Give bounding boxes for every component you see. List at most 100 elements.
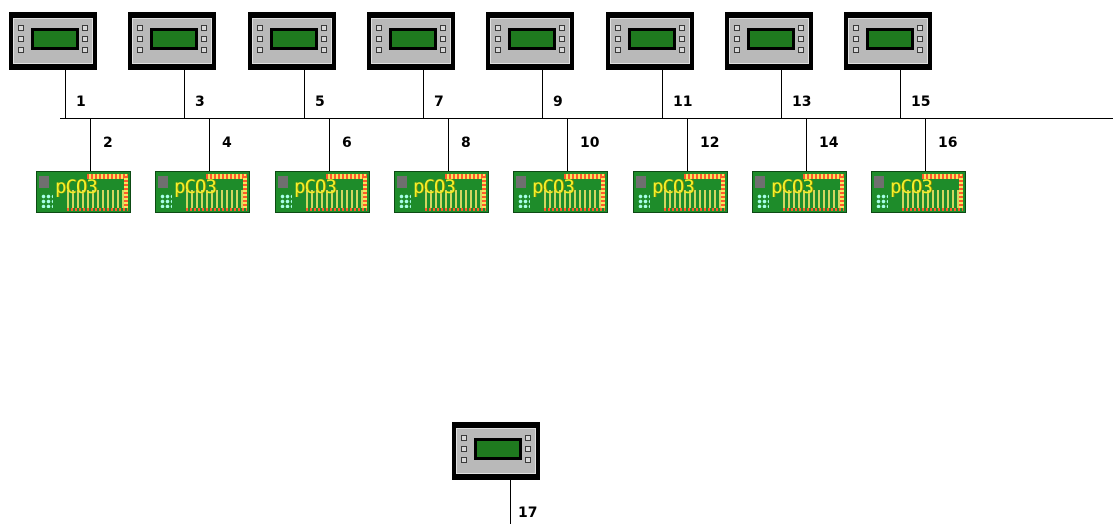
- key-icon: [201, 47, 207, 53]
- terminal-faceplate: [13, 18, 93, 64]
- terminal-faceplate: [371, 18, 451, 64]
- pco3-controller-board: pCO3: [513, 171, 608, 213]
- lcd-display-icon: [389, 28, 437, 50]
- key-icon: [679, 36, 685, 42]
- chip-icon: [278, 176, 288, 188]
- connector-strip-icon: [840, 176, 844, 208]
- key-icon: [559, 47, 565, 53]
- terminal-address-label: 13: [792, 94, 812, 110]
- connector-strip-icon: [87, 174, 128, 179]
- terminal-unit: [486, 12, 574, 70]
- controller-address-label: 14: [819, 135, 839, 151]
- key-icon: [461, 446, 467, 452]
- pin-header-icon: [783, 190, 843, 208]
- chip-icon: [397, 176, 407, 188]
- controller-address-label: 8: [461, 135, 471, 151]
- terminal-unit-standalone: [452, 422, 540, 480]
- key-icon: [82, 25, 88, 31]
- key-icon: [559, 25, 565, 31]
- controller-address-label: 10: [580, 135, 600, 151]
- terminal-address-label: 3: [195, 94, 205, 110]
- connector-strip-icon: [902, 208, 963, 211]
- pin-header-icon: [544, 190, 604, 208]
- connector-strip-icon: [67, 208, 128, 211]
- terminal-address-label: 15: [911, 94, 931, 110]
- key-icon: [201, 36, 207, 42]
- standalone-terminal-address-label: 17: [518, 505, 538, 521]
- lcd-display-icon: [747, 28, 795, 50]
- key-icon: [257, 47, 263, 53]
- terminal-keys-right: [525, 435, 531, 463]
- lcd-display-icon: [474, 438, 522, 460]
- terminal-faceplate: [490, 18, 570, 64]
- terminal-keys-left: [734, 25, 740, 53]
- key-icon: [798, 47, 804, 53]
- key-icon: [798, 25, 804, 31]
- lcd-display-icon: [31, 28, 79, 50]
- terminal-address-label: 11: [673, 94, 693, 110]
- connector-strip-icon: [959, 176, 963, 208]
- key-icon: [321, 25, 327, 31]
- key-icon: [82, 36, 88, 42]
- key-icon: [321, 36, 327, 42]
- chip-icon: [39, 176, 49, 188]
- connector-strip-icon: [783, 208, 844, 211]
- connector-strip-icon: [243, 176, 247, 208]
- board-model-label: pCO3: [652, 176, 695, 198]
- connector-strip-icon: [721, 176, 725, 208]
- terminal-keys-right: [798, 25, 804, 53]
- terminal-keys-right: [559, 25, 565, 53]
- key-icon: [853, 25, 859, 31]
- lcd-display-icon: [508, 28, 556, 50]
- pco3-controller-board: pCO3: [633, 171, 728, 213]
- terminal-faceplate: [132, 18, 212, 64]
- pco3-controller-board: pCO3: [752, 171, 847, 213]
- board-model-label: pCO3: [413, 176, 456, 198]
- terminal-faceplate: [252, 18, 332, 64]
- board-model-label: pCO3: [174, 176, 217, 198]
- connector-strip-icon: [206, 174, 247, 179]
- chip-icon: [516, 176, 526, 188]
- connector-strip-icon: [684, 174, 725, 179]
- key-icon: [495, 36, 501, 42]
- terminal-keys-right: [917, 25, 923, 53]
- pco3-controller-board: pCO3: [36, 171, 131, 213]
- key-icon: [257, 36, 263, 42]
- key-icon: [917, 25, 923, 31]
- connector-strip-icon: [186, 208, 247, 211]
- board-model-label: pCO3: [55, 176, 98, 198]
- terminal-address-label: 9: [553, 94, 563, 110]
- terminal-keys-right: [201, 25, 207, 53]
- key-icon: [615, 25, 621, 31]
- pin-header-icon: [306, 190, 366, 208]
- key-icon: [257, 25, 263, 31]
- connector-strip-icon: [306, 208, 367, 211]
- key-icon: [376, 25, 382, 31]
- controller-address-label: 2: [103, 135, 113, 151]
- key-icon: [321, 47, 327, 53]
- terminal-keys-right: [679, 25, 685, 53]
- key-icon: [18, 47, 24, 53]
- terminal-keys-left: [257, 25, 263, 53]
- connector-strip-icon: [482, 176, 486, 208]
- terminal-keys-left: [18, 25, 24, 53]
- led-dots-icon: [518, 194, 530, 208]
- terminal-faceplate: [848, 18, 928, 64]
- terminal-unit: [9, 12, 97, 70]
- terminal-address-label: 1: [76, 94, 86, 110]
- terminal-faceplate: [610, 18, 690, 64]
- terminal-keys-left: [495, 25, 501, 53]
- connector-strip-icon: [363, 176, 367, 208]
- led-dots-icon: [399, 194, 411, 208]
- connector-strip-icon: [664, 208, 725, 211]
- controller-address-label: 16: [938, 135, 958, 151]
- terminal-keys-right: [440, 25, 446, 53]
- key-icon: [440, 36, 446, 42]
- key-icon: [917, 47, 923, 53]
- pco3-controller-board: pCO3: [155, 171, 250, 213]
- pin-header-icon: [902, 190, 962, 208]
- key-icon: [461, 435, 467, 441]
- led-dots-icon: [280, 194, 292, 208]
- pin-header-icon: [425, 190, 485, 208]
